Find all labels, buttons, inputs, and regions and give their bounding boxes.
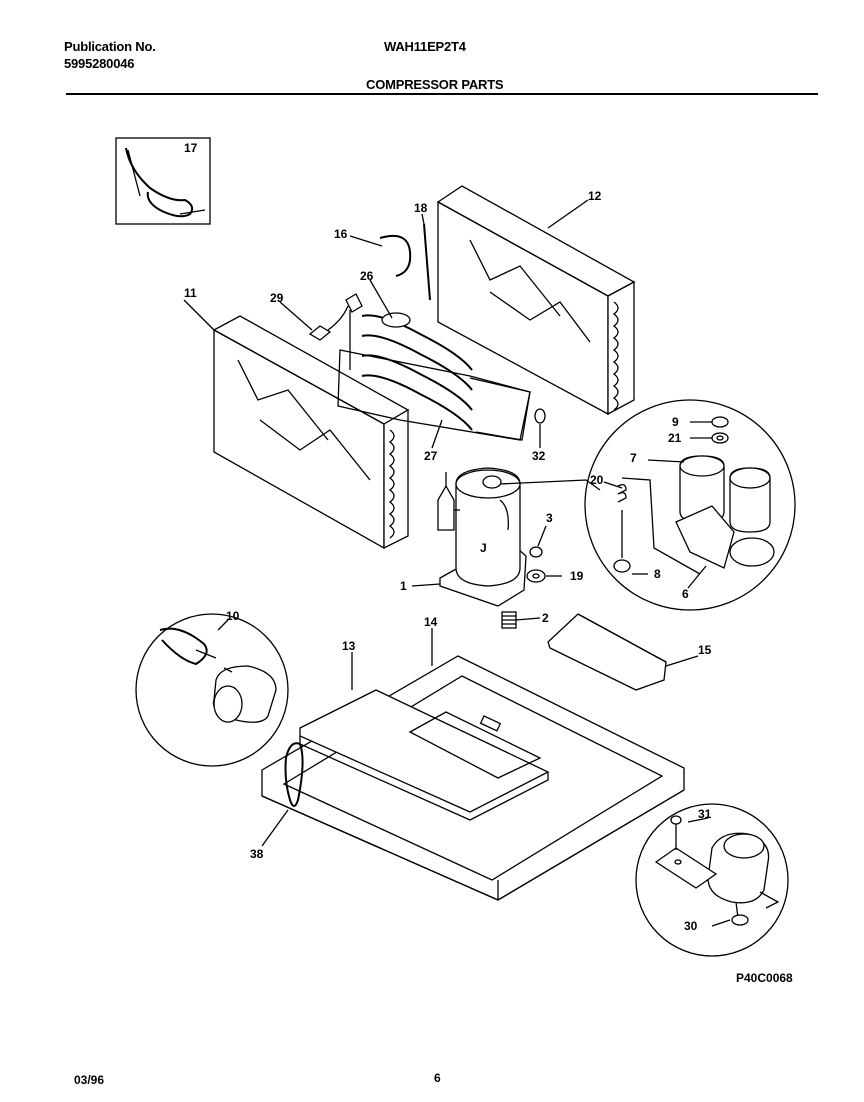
part-27-heater-assembly — [337, 293, 531, 441]
callout-38: 38 — [250, 847, 264, 861]
model-number: WAH11EP2T4 — [384, 39, 466, 54]
callout-21: 21 — [668, 431, 682, 445]
publication-label: Publication No. — [64, 39, 156, 54]
part-13-drain-pan — [299, 689, 550, 821]
part-15-bracket — [547, 613, 667, 691]
part-11-condenser-coil — [212, 315, 410, 550]
callout-30: 30 — [684, 919, 698, 933]
callout-29: 29 — [270, 291, 284, 305]
footer-page-number: 6 — [434, 1071, 441, 1085]
callout-1: 1 — [400, 579, 407, 593]
part-32-grommet — [534, 408, 546, 424]
part-38-loop-bracket — [284, 742, 304, 807]
callout-19: 19 — [570, 569, 584, 583]
part-10-capacitor-inset — [135, 613, 289, 767]
part-19-grommet — [526, 569, 546, 583]
svg-text:J: J — [480, 541, 487, 555]
callout-26: 26 — [360, 269, 374, 283]
part-18-tubing — [423, 223, 431, 301]
footer-date: 03/96 — [74, 1073, 104, 1087]
callout-31: 31 — [698, 807, 712, 821]
publication-number: 5995280046 — [64, 56, 135, 71]
part-29-sensor — [308, 305, 349, 341]
diagram-code: P40C0068 — [736, 971, 793, 985]
part-17-capillary-inset — [115, 137, 211, 225]
callout-12: 12 — [588, 189, 602, 203]
part-12-evaporator-coil — [436, 185, 636, 416]
callout-17: 17 — [184, 141, 198, 155]
callout-18: 18 — [414, 201, 428, 215]
callout-32: 32 — [532, 449, 546, 463]
section-title: COMPRESSOR PARTS — [366, 77, 504, 92]
callout-27: 27 — [424, 449, 438, 463]
callout-8: 8 — [654, 567, 661, 581]
leader-lines — [183, 199, 731, 927]
callout-11: 11 — [184, 286, 197, 300]
part-16-tubing — [379, 234, 412, 277]
part-2-spring-nut — [501, 611, 517, 629]
part-3-washer — [529, 546, 543, 558]
callout-10: 10 — [226, 609, 240, 623]
callout-14: 14 — [424, 615, 438, 629]
callout-13: 13 — [342, 639, 356, 653]
callout-2: 2 — [542, 611, 549, 625]
header-rule — [66, 93, 818, 95]
callout-15: 15 — [698, 643, 712, 657]
callout-3: 3 — [546, 511, 553, 525]
part-1-compressor: J — [437, 467, 527, 607]
parts-30-31-detail-inset — [635, 803, 789, 957]
parts-6-7-8-9-20-21-detail-inset — [584, 399, 796, 611]
callout-6: 6 — [682, 587, 689, 601]
callout-20: 20 — [590, 473, 604, 487]
callout-7: 7 — [630, 451, 637, 465]
callout-9-top: 9 — [672, 415, 679, 429]
callout-16: 16 — [334, 227, 348, 241]
